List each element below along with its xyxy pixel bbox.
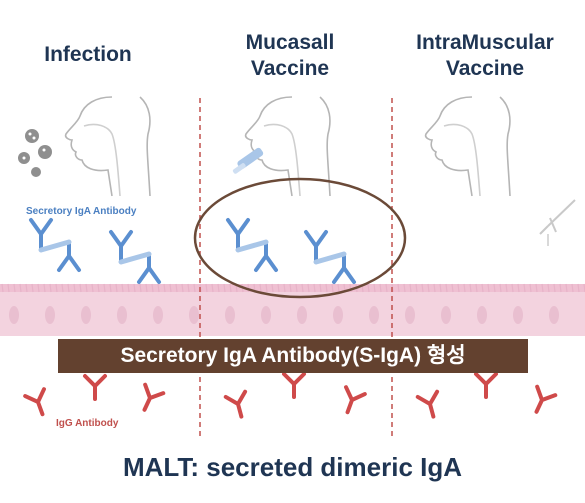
iga-antibodies [29, 218, 356, 284]
column-title-line: Mucasall [245, 31, 335, 54]
igg-antibody-icon [344, 385, 367, 415]
igg-antibody-icon [223, 389, 248, 419]
iga-antibody-icon [226, 218, 278, 272]
head-profile-icon [424, 96, 511, 197]
head-profile-icon [64, 96, 151, 197]
virus-dots [22, 132, 46, 160]
highlight-ellipse [193, 177, 407, 299]
iga-antibody-icon [109, 230, 161, 284]
igg-antibody-icon [282, 372, 306, 399]
bottom-caption: MALT: secreted dimeric IgA [122, 452, 463, 482]
igg-antibody-icon [474, 372, 498, 399]
virus-icon [18, 129, 52, 177]
epithelium-tissue [0, 283, 585, 336]
igg-antibody-icon [534, 384, 558, 414]
igg-antibody-icon [142, 382, 166, 412]
column-title-mucosal-vaccine: Mucasall Vaccine [200, 30, 380, 82]
igg-antibodies [23, 372, 558, 419]
iga-antibody-icon [29, 218, 81, 272]
head-profile-icon [244, 96, 331, 197]
igg-antibody-icon [23, 387, 46, 417]
secretory-iga-label: Secretory IgA Antibody [26, 206, 137, 217]
column-title-line: Vaccine [250, 57, 330, 80]
column-title-line: Infection [44, 43, 132, 66]
column-title-infection: Infection [18, 42, 158, 68]
column-title-line: Vaccine [445, 57, 525, 80]
nasal-spray-icon [232, 147, 264, 174]
column-title-line: IntraMuscular [416, 31, 554, 54]
igg-antibody-icon [415, 389, 440, 419]
igg-antibody-icon [83, 374, 107, 401]
syringe-icon [539, 199, 576, 246]
igg-label: IgG Antibody [56, 418, 119, 429]
column-title-intramuscular-vaccine: IntraMuscular Vaccine [395, 30, 575, 82]
siga-formation-banner: Secretory IgA Antibody(S-IgA) 형성 [58, 339, 528, 373]
iga-antibody-icon [304, 230, 356, 284]
